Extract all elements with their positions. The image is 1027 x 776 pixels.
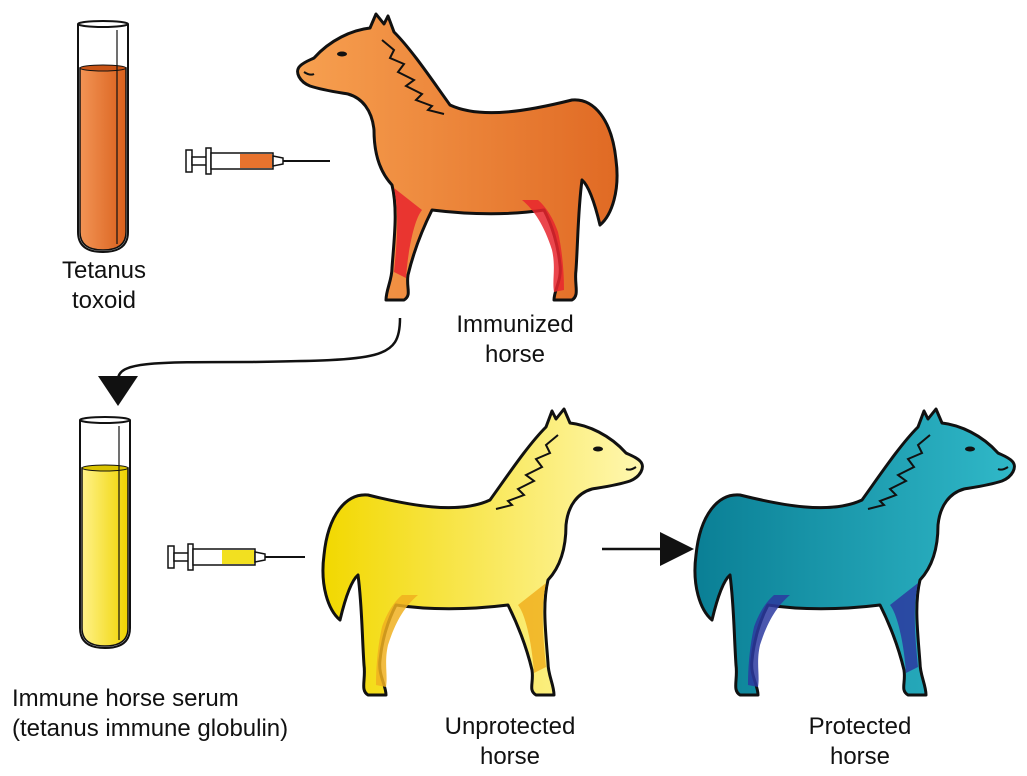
unprotected-horse: [323, 409, 642, 695]
serum-label-line1: Immune horse serum: [12, 684, 352, 714]
toxoid-test-tube: [78, 21, 128, 252]
serum-test-tube: [80, 417, 130, 648]
serum-label: Immune horse serum (tetanus immune globu…: [12, 684, 352, 744]
unprotected-horse-label: Unprotected horse: [420, 712, 600, 772]
protected-horse: [695, 409, 1014, 695]
toxoid-label-line1: Tetanus: [44, 256, 164, 286]
syringe-toxoid-icon: [186, 148, 330, 174]
immunized-horse-label: Immunized horse: [430, 310, 600, 370]
toxoid-label-line2: toxoid: [44, 286, 164, 316]
immunized-horse-label-line2: horse: [430, 340, 600, 370]
syringe-serum-icon: [168, 544, 305, 570]
arrow-horse-to-serum: [98, 318, 400, 406]
toxoid-label: Tetanus toxoid: [44, 256, 164, 316]
protected-horse-label: Protected horse: [780, 712, 940, 772]
protected-horse-label-line2: horse: [780, 742, 940, 772]
unprotected-horse-label-line1: Unprotected: [420, 712, 600, 742]
arrow-to-protected: [602, 532, 694, 566]
unprotected-horse-label-line2: horse: [420, 742, 600, 772]
protected-horse-label-line1: Protected: [780, 712, 940, 742]
serum-label-line2: (tetanus immune globulin): [12, 714, 352, 744]
immunized-horse: [298, 14, 617, 300]
immunized-horse-label-line1: Immunized: [430, 310, 600, 340]
